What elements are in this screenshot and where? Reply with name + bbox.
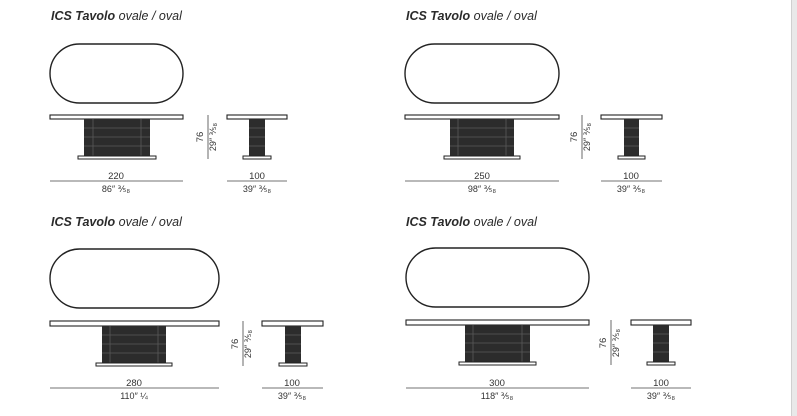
front-view-base [84, 119, 150, 156]
panel-table-250: ICS Tavolo ovale / oval 250 98″ ⅗₈ 76 29… [0, 0, 791, 205]
panel-title: ICS Tavolo ovale / oval [406, 215, 537, 229]
height-cm: 76 [569, 132, 580, 143]
width-cm: 100 [284, 378, 300, 389]
width-cm: 100 [249, 171, 265, 182]
title-shape: ovale / oval [115, 9, 182, 23]
side-view-plinth [617, 155, 646, 160]
height-inch: 29″ ⅗₈ [208, 123, 218, 151]
front-view-base [450, 119, 514, 156]
side-view-plinth [242, 155, 272, 160]
side-view-plinth [646, 361, 676, 366]
panel-title: ICS Tavolo ovale / oval [51, 215, 182, 229]
page-edge [791, 0, 797, 416]
panel-title: ICS Tavolo ovale / oval [406, 9, 537, 23]
height-cm: 76 [195, 132, 206, 143]
table-drawing: 220 86″ ⅗₈ 76 29″ ⅗₈ 100 39″ ⅗₈ [49, 43, 288, 194]
front-view-plinth [458, 361, 537, 366]
title-product: ICS Tavolo [406, 215, 471, 229]
title-shape: ovale / oval [470, 215, 537, 229]
top-view-oval [405, 247, 590, 308]
panel-table-280: ICS Tavolo ovale / oval 280 110″ ¼ 76 29… [0, 0, 395, 416]
length-cm: 250 [474, 171, 490, 182]
front-view-base [102, 326, 166, 363]
height-inch: 29″ ⅗₈ [611, 329, 621, 357]
top-view-oval [49, 248, 220, 309]
title-shape: ovale / oval [115, 215, 182, 229]
title-product: ICS Tavolo [406, 9, 471, 23]
width-cm: 100 [623, 171, 639, 182]
length-inch: 110″ ¼ [120, 391, 148, 401]
panel-title: ICS Tavolo ovale / oval [51, 9, 182, 23]
top-view-oval [404, 43, 560, 104]
front-view-plinth [95, 362, 173, 367]
height-inch: 29″ ⅗₈ [243, 330, 253, 358]
length-cm: 280 [126, 378, 142, 389]
width-inch: 39″ ⅗₈ [617, 184, 645, 194]
length-cm: 220 [108, 171, 124, 182]
width-inch: 39″ ⅗₈ [243, 184, 271, 194]
front-view-tabletop [405, 319, 590, 326]
table-drawing: 280 110″ ¼ 76 29″ ⅗₈ 100 39″ ⅗₈ [49, 248, 324, 401]
length-cm: 300 [489, 378, 505, 389]
front-view-plinth [443, 155, 521, 160]
title-shape: ovale / oval [470, 9, 537, 23]
title-product: ICS Tavolo [51, 215, 116, 229]
panel-table-220: ICS Tavolo ovale / oval 220 86″ ⅗₈ 76 29… [0, 0, 395, 205]
length-inch: 118″ ⅗₈ [481, 391, 514, 401]
side-view-plinth [278, 362, 308, 367]
front-view-plinth [77, 155, 157, 160]
height-inch: 29″ ⅗₈ [582, 123, 592, 151]
title-product: ICS Tavolo [51, 9, 116, 23]
height-cm: 76 [230, 339, 241, 350]
width-cm: 100 [653, 378, 669, 389]
side-view-tabletop [630, 319, 692, 326]
width-inch: 39″ ⅗₈ [647, 391, 675, 401]
top-view-oval [49, 43, 184, 104]
length-inch: 86″ ⅗₈ [102, 184, 130, 194]
front-view-base [465, 325, 530, 362]
length-inch: 98″ ⅗₈ [468, 184, 496, 194]
width-inch: 39″ ⅗₈ [278, 391, 306, 401]
height-cm: 76 [598, 338, 609, 349]
table-drawing: 250 98″ ⅗₈ 76 29″ ⅗₈ 100 39″ ⅗₈ [404, 43, 663, 194]
side-view-base [653, 325, 669, 362]
